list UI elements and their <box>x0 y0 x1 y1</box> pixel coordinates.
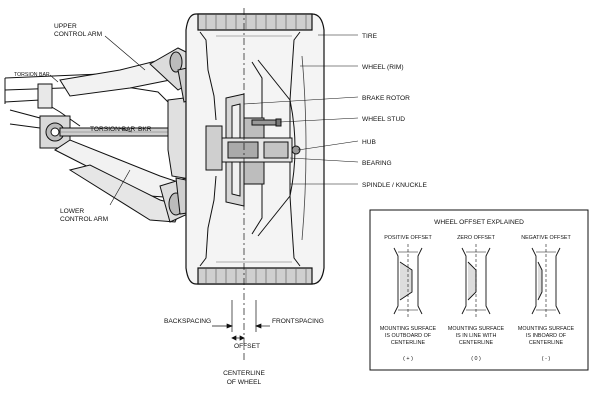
zero-offset-desc-3: CENTERLINE <box>459 340 494 346</box>
negative-offset-item: NEGATIVE OFFSET MOUNTING SURFACE IS INBO… <box>518 235 575 362</box>
negative-offset-heading: NEGATIVE OFFSET <box>521 235 571 241</box>
wheel-stud <box>251 118 282 127</box>
positive-offset-desc-3: CENTERLINE <box>391 340 426 346</box>
negative-offset-sign: ( - ) <box>542 356 551 362</box>
bottom-labels: BACKSPACING FRONTSPACING OFFSET CENTERLI… <box>164 318 324 386</box>
frontspacing-label: FRONTSPACING <box>272 318 324 325</box>
backspacing-label: BACKSPACING <box>164 318 211 325</box>
dimension-arrows <box>212 323 270 341</box>
negative-offset-wheel-icon <box>531 244 561 318</box>
bkr-label: BKR <box>138 126 152 133</box>
upper-control-arm-label-line1: UPPER <box>54 23 77 30</box>
tire-label: TIRE <box>362 33 378 40</box>
positive-offset-heading: POSITIVE OFFSET <box>384 235 432 241</box>
zero-offset-desc-1: MOUNTING SURFACE <box>448 326 505 332</box>
negative-offset-desc-1: MOUNTING SURFACE <box>518 326 575 332</box>
upper-control-arm-label-line2: CONTROL ARM <box>54 31 102 38</box>
wheel-stud-label: WHEEL STUD <box>362 116 405 123</box>
zero-offset-desc-2: IS IN LINE WITH <box>456 333 497 339</box>
torsion-bar-left-label: TORSION BAR <box>14 72 50 78</box>
positive-offset-desc-1: MOUNTING SURFACE <box>380 326 437 332</box>
lower-control-arm-label-line1: LOWER <box>60 208 84 215</box>
positive-offset-item: POSITIVE OFFSET MOUNTING SURFACE IS OUTB… <box>380 235 437 362</box>
offset-panel-title: WHEEL OFFSET EXPLAINED <box>434 219 524 226</box>
hub-label: HUB <box>362 139 377 146</box>
offset-label: OFFSET <box>234 343 260 350</box>
centerline-label-line1: CENTERLINE <box>223 370 265 377</box>
brake-rotor-label: BRAKE ROTOR <box>362 95 410 102</box>
left-labels: UPPER CONTROL ARM TORSION BAR TORSION BA… <box>14 23 152 223</box>
zero-offset-heading: ZERO OFFSET <box>457 235 495 241</box>
offset-panel: WHEEL OFFSET EXPLAINED POSITIVE OFFSET M… <box>369 209 589 371</box>
upper-control-arm <box>59 47 189 97</box>
positive-offset-wheel-icon <box>393 244 423 318</box>
positive-offset-sign: ( + ) <box>403 356 413 362</box>
centerline-label-line2: OF WHEEL <box>227 379 262 386</box>
negative-offset-desc-3: CENTERLINE <box>529 340 564 346</box>
positive-offset-desc-2: IS OUTBOARD OF <box>385 333 432 339</box>
centerline <box>231 8 257 360</box>
lower-control-arm-label-line2: CONTROL ARM <box>60 216 108 223</box>
zero-offset-wheel-icon <box>461 244 491 318</box>
negative-offset-desc-2: IS INBOARD OF <box>526 333 567 339</box>
torsion-bar-label: TORSION BAR <box>90 126 136 133</box>
zero-offset-sign: ( 0 ) <box>471 356 481 362</box>
right-labels: TIRE WHEEL (RIM) BRAKE ROTOR WHEEL STUD … <box>362 33 427 189</box>
bearing-label: BEARING <box>362 160 392 167</box>
leader-lines <box>49 34 359 206</box>
spindle-knuckle-label: SPINDLE / KNUCKLE <box>362 182 427 189</box>
wheel-rim-label: WHEEL (RIM) <box>362 64 404 71</box>
zero-offset-item: ZERO OFFSET MOUNTING SURFACE IS IN LINE … <box>448 235 505 362</box>
hub-assembly <box>205 117 301 185</box>
